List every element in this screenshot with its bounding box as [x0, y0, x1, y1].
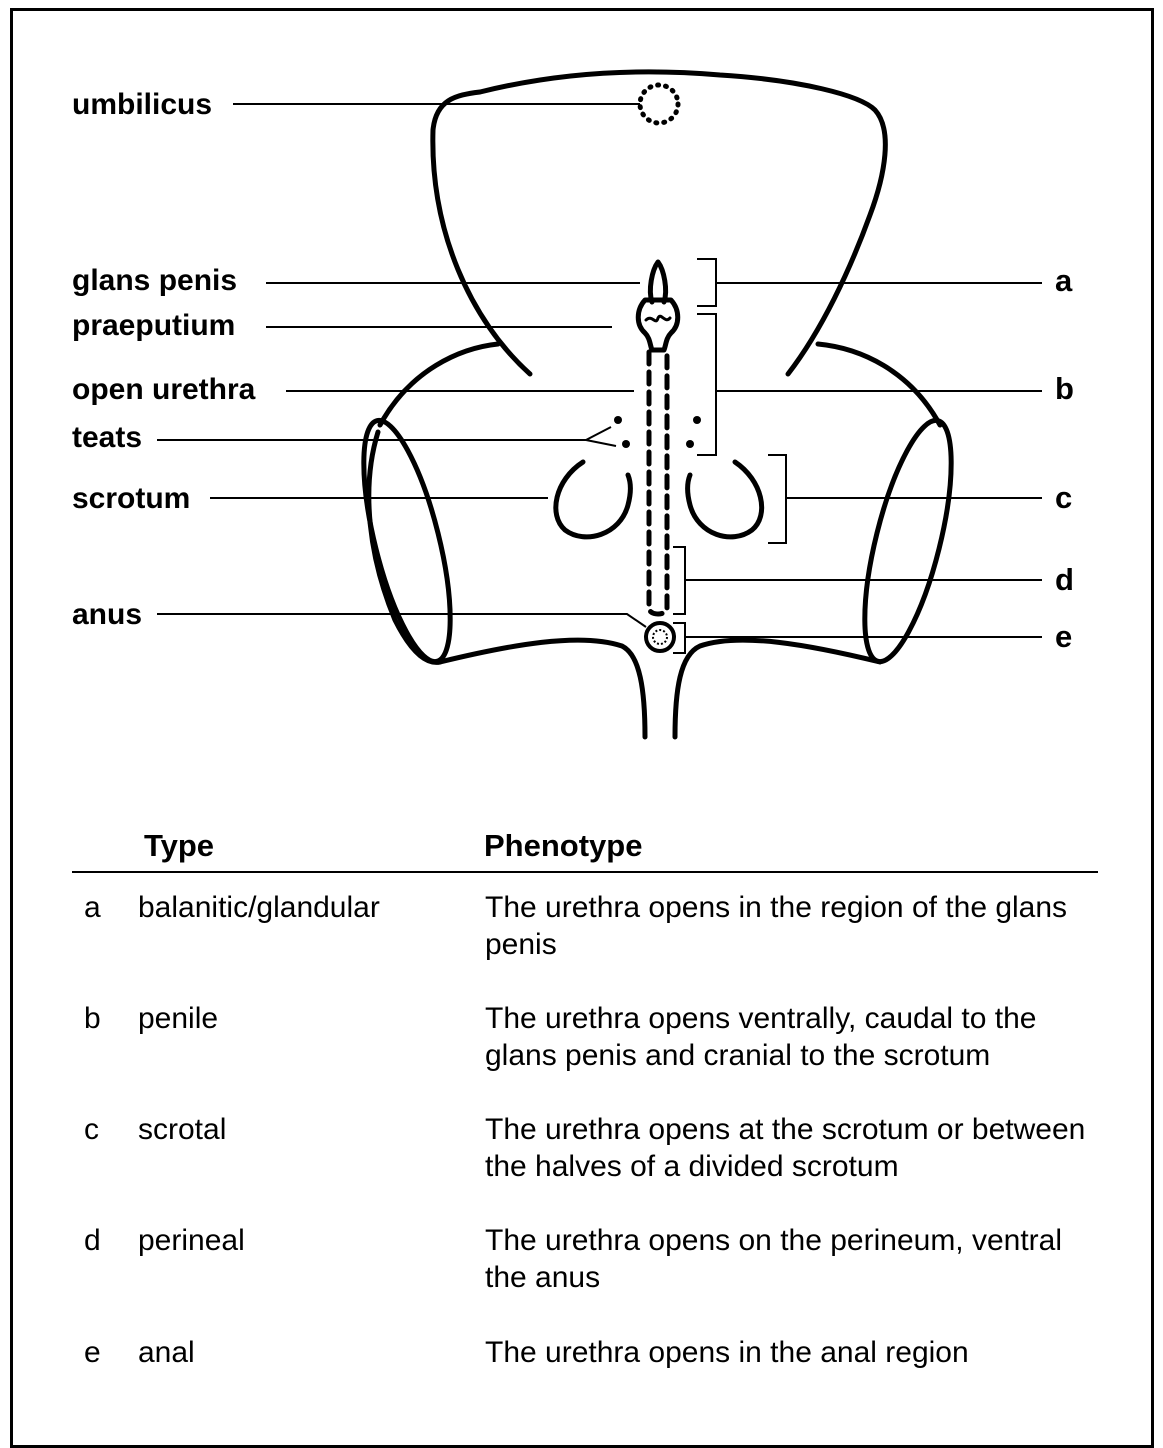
row-phenotype: The urethra opens ventrally, caudal to t… [485, 1000, 1105, 1074]
row-type: penile [138, 1000, 218, 1037]
bracket-b [697, 314, 716, 455]
row-type: anal [138, 1334, 195, 1371]
key-a: a [1055, 264, 1072, 298]
row-key: b [84, 1000, 101, 1037]
label-scrotum: scrotum [72, 482, 190, 516]
left-flank-outline [380, 344, 498, 425]
header-type: Type [144, 826, 214, 866]
teats-leader [157, 427, 611, 440]
row-key: e [84, 1334, 101, 1371]
praeputium-fold [646, 316, 670, 321]
row-type: scrotal [138, 1111, 226, 1148]
perineum-right-contour [675, 640, 880, 737]
right-thigh [847, 413, 969, 669]
key-d: d [1055, 563, 1074, 597]
header-rule [72, 871, 1098, 873]
label-teats: teats [72, 421, 142, 455]
scrotum-right [688, 462, 762, 537]
glans-penis-shape [650, 262, 665, 302]
row-phenotype: The urethra opens in the region of the g… [485, 889, 1105, 963]
label-praeputium: praeputium [72, 309, 235, 343]
row-phenotype: The urethra opens in the anal region [485, 1334, 1105, 1371]
key-b: b [1055, 372, 1074, 406]
key-c: c [1055, 481, 1072, 515]
bracket-a [697, 259, 716, 306]
bracket-c [768, 455, 786, 543]
label-open-urethra: open urethra [72, 373, 255, 407]
row-phenotype: The urethra opens on the perineum, ventr… [485, 1222, 1105, 1296]
teats-dots [614, 416, 701, 448]
anus-mark [646, 623, 674, 651]
key-e: e [1055, 620, 1072, 654]
scrotum-left [556, 462, 630, 537]
label-anus: anus [72, 598, 142, 632]
row-type: perineal [138, 1222, 245, 1259]
abdomen-outline [433, 72, 885, 374]
left-thigh [346, 413, 468, 669]
row-key: d [84, 1222, 101, 1259]
perineum-left-contour [440, 640, 645, 737]
right-flank-outline [818, 344, 940, 425]
header-phenotype: Phenotype [484, 826, 642, 866]
row-phenotype: The urethra opens at the scrotum or betw… [485, 1111, 1105, 1185]
row-type: balanitic/glandular [138, 889, 380, 926]
umbilicus-mark [640, 85, 678, 123]
label-umbilicus: umbilicus [72, 88, 212, 122]
praeputium-shape [638, 300, 678, 350]
open-urethra-channel [649, 352, 667, 614]
bracket-d [673, 547, 685, 614]
row-key: c [84, 1111, 99, 1148]
label-glans-penis: glans penis [72, 264, 237, 298]
row-key: a [84, 889, 101, 926]
